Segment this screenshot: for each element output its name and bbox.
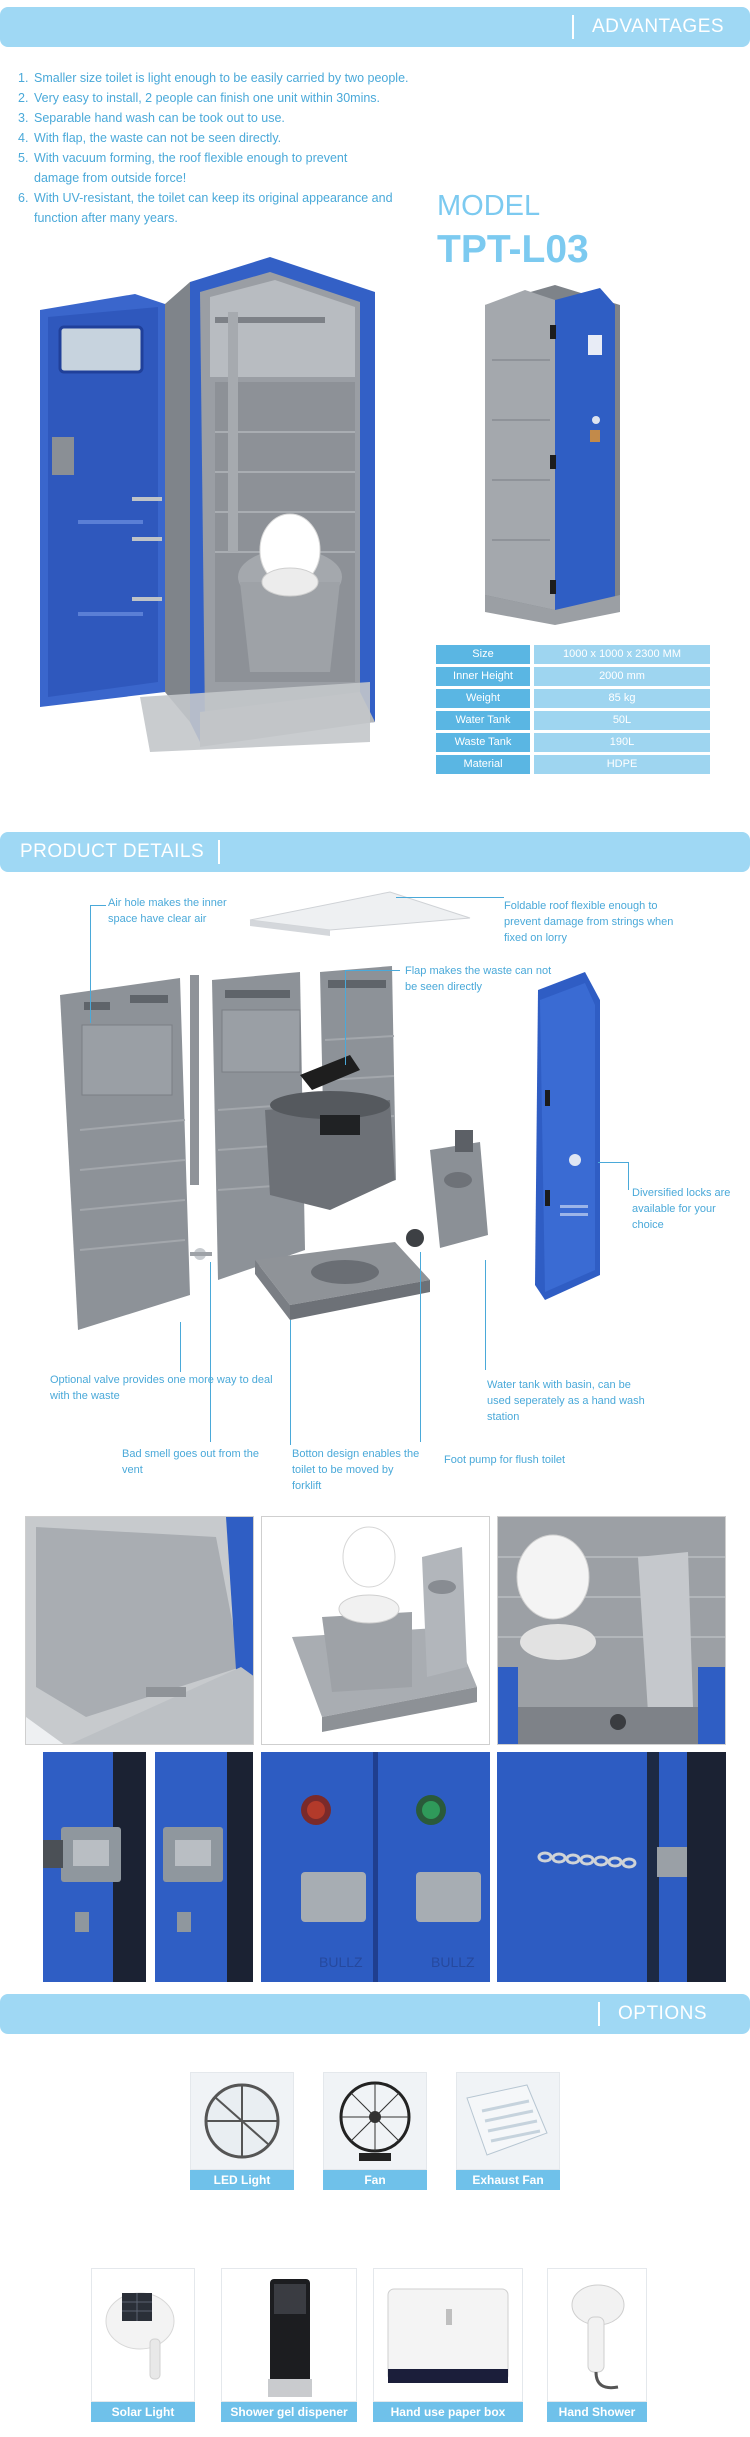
interior-image (498, 1517, 725, 1744)
leader-line (628, 1162, 629, 1190)
product-details-banner: PRODUCT DETAILS (0, 832, 750, 872)
list-item: 6.With UV-resistant, the toilet can keep… (18, 191, 393, 225)
note-locks: Diversified locks are available for your… (632, 1187, 731, 1231)
leader-line (345, 970, 346, 1065)
option-label: Shower gel dispener (221, 2402, 357, 2422)
option-label: LED Light (190, 2170, 294, 2190)
exploded-view-diagram (60, 891, 600, 1330)
option-shower-gel-dispenser: Shower gel dispener (221, 2268, 357, 2422)
spec-key: Inner Height (436, 667, 530, 686)
model-name: TPT-L03 (437, 228, 589, 271)
option-hand-use-paper-box: Hand use paper box (373, 2268, 523, 2422)
door-text: BULLZ (319, 1954, 363, 1970)
leader-line (90, 905, 106, 906)
leader-line (180, 1322, 181, 1372)
closed-toilet-image (485, 285, 620, 625)
spec-key: Waste Tank (436, 733, 530, 752)
list-item: 3.Separable hand wash can be took out to… (18, 111, 285, 125)
advantages-list: 1.Smaller size toilet is light enough to… (18, 68, 458, 228)
photo-toilet-basin (261, 1516, 490, 1745)
chain-lock-image (497, 1752, 726, 1982)
leader-line (210, 1262, 211, 1442)
open-toilet-image (40, 257, 375, 752)
leader-line (598, 1162, 628, 1163)
spec-value: 1000 x 1000 x 2300 MM (534, 645, 710, 664)
photo-lock-1 (43, 1752, 146, 1982)
option-exhaust-fan: Exhaust Fan (456, 2072, 560, 2190)
options-title: OPTIONS (618, 2003, 708, 2024)
banner-separator (572, 15, 574, 39)
list-item: 4.With flap, the waste can not be seen d… (18, 131, 282, 145)
spec-value: 85 kg (534, 689, 710, 708)
option-fan: Fan (323, 2072, 427, 2190)
exhaust-fan-icon (456, 2072, 560, 2170)
leader-line (485, 1260, 486, 1370)
banner-separator (218, 840, 221, 864)
photo-interior (497, 1516, 726, 1745)
solar-light-icon (91, 2268, 195, 2402)
banner-separator (598, 2002, 600, 2026)
leader-line (396, 897, 504, 898)
photo-indicator-locks: BULLZ BULLZ (261, 1752, 490, 1982)
list-item: 2.Very easy to install, 2 people can fin… (18, 91, 381, 105)
advantages-title: ADVANTAGES (592, 16, 725, 37)
note-bottom: Botton design enables the toilet to be m… (292, 1448, 420, 1492)
option-label: Exhaust Fan (456, 2170, 560, 2190)
product-details-title: PRODUCT DETAILS (20, 841, 205, 862)
options-banner: OPTIONS (0, 1994, 750, 2034)
led-light-icon (190, 2072, 294, 2170)
leader-line (90, 905, 91, 1023)
spec-value: 2000 mm (534, 667, 710, 686)
paper-box-icon (373, 2268, 523, 2402)
toilet-basin-image (292, 1526, 477, 1732)
note-foot-pump: Foot pump for flush toilet (444, 1454, 566, 1466)
option-solar-light: Solar Light (91, 2268, 195, 2422)
hand-shower-icon (547, 2268, 647, 2402)
option-led-light: LED Light (190, 2072, 294, 2190)
spec-key: Water Tank (436, 711, 530, 730)
photo-lock-2 (155, 1752, 253, 1982)
leader-line (290, 1320, 291, 1445)
leader-line (345, 970, 400, 971)
advantages-banner: ADVANTAGES (0, 7, 750, 47)
model-label: MODEL (437, 190, 541, 222)
list-item: 1.Smaller size toilet is light enough to… (18, 71, 409, 85)
note-roof: Foldable roof flexible enough to prevent… (504, 900, 674, 944)
door-text: BULLZ (431, 1954, 475, 1970)
photo-chain-lock (497, 1752, 726, 1982)
fan-icon (323, 2072, 427, 2170)
spec-key: Size (436, 645, 530, 664)
indicator-locks-image: BULLZ BULLZ (261, 1752, 490, 1982)
list-item: 5.With vacuum forming, the roof flexible… (18, 151, 348, 185)
note-smell: Bad smell goes out from the vent (122, 1448, 259, 1476)
option-label: Fan (323, 2170, 427, 2190)
lock-2-image (155, 1752, 253, 1982)
note-valve: Optional valve provides one more way to … (50, 1374, 273, 1402)
option-label: Hand Shower (547, 2402, 647, 2422)
photo-base-corner (25, 1516, 254, 1745)
note-flap: Flap makes the waste can not be seen dir… (405, 965, 552, 993)
spec-value: 190L (534, 733, 710, 752)
spec-key: Weight (436, 689, 530, 708)
spec-key: Material (436, 755, 530, 774)
dispenser-icon (221, 2268, 357, 2402)
base-corner-image (26, 1517, 253, 1744)
leader-line (420, 1252, 421, 1442)
lock-1-image (43, 1752, 146, 1982)
spec-value: HDPE (534, 755, 710, 774)
option-label: Solar Light (91, 2402, 195, 2422)
note-air-hole: Air hole makes the inner space have clea… (108, 897, 227, 925)
spec-value: 50L (534, 711, 710, 730)
option-label: Hand use paper box (373, 2402, 523, 2422)
note-water-tank: Water tank with basin, can be used seper… (487, 1379, 645, 1423)
option-hand-shower: Hand Shower (547, 2268, 647, 2422)
